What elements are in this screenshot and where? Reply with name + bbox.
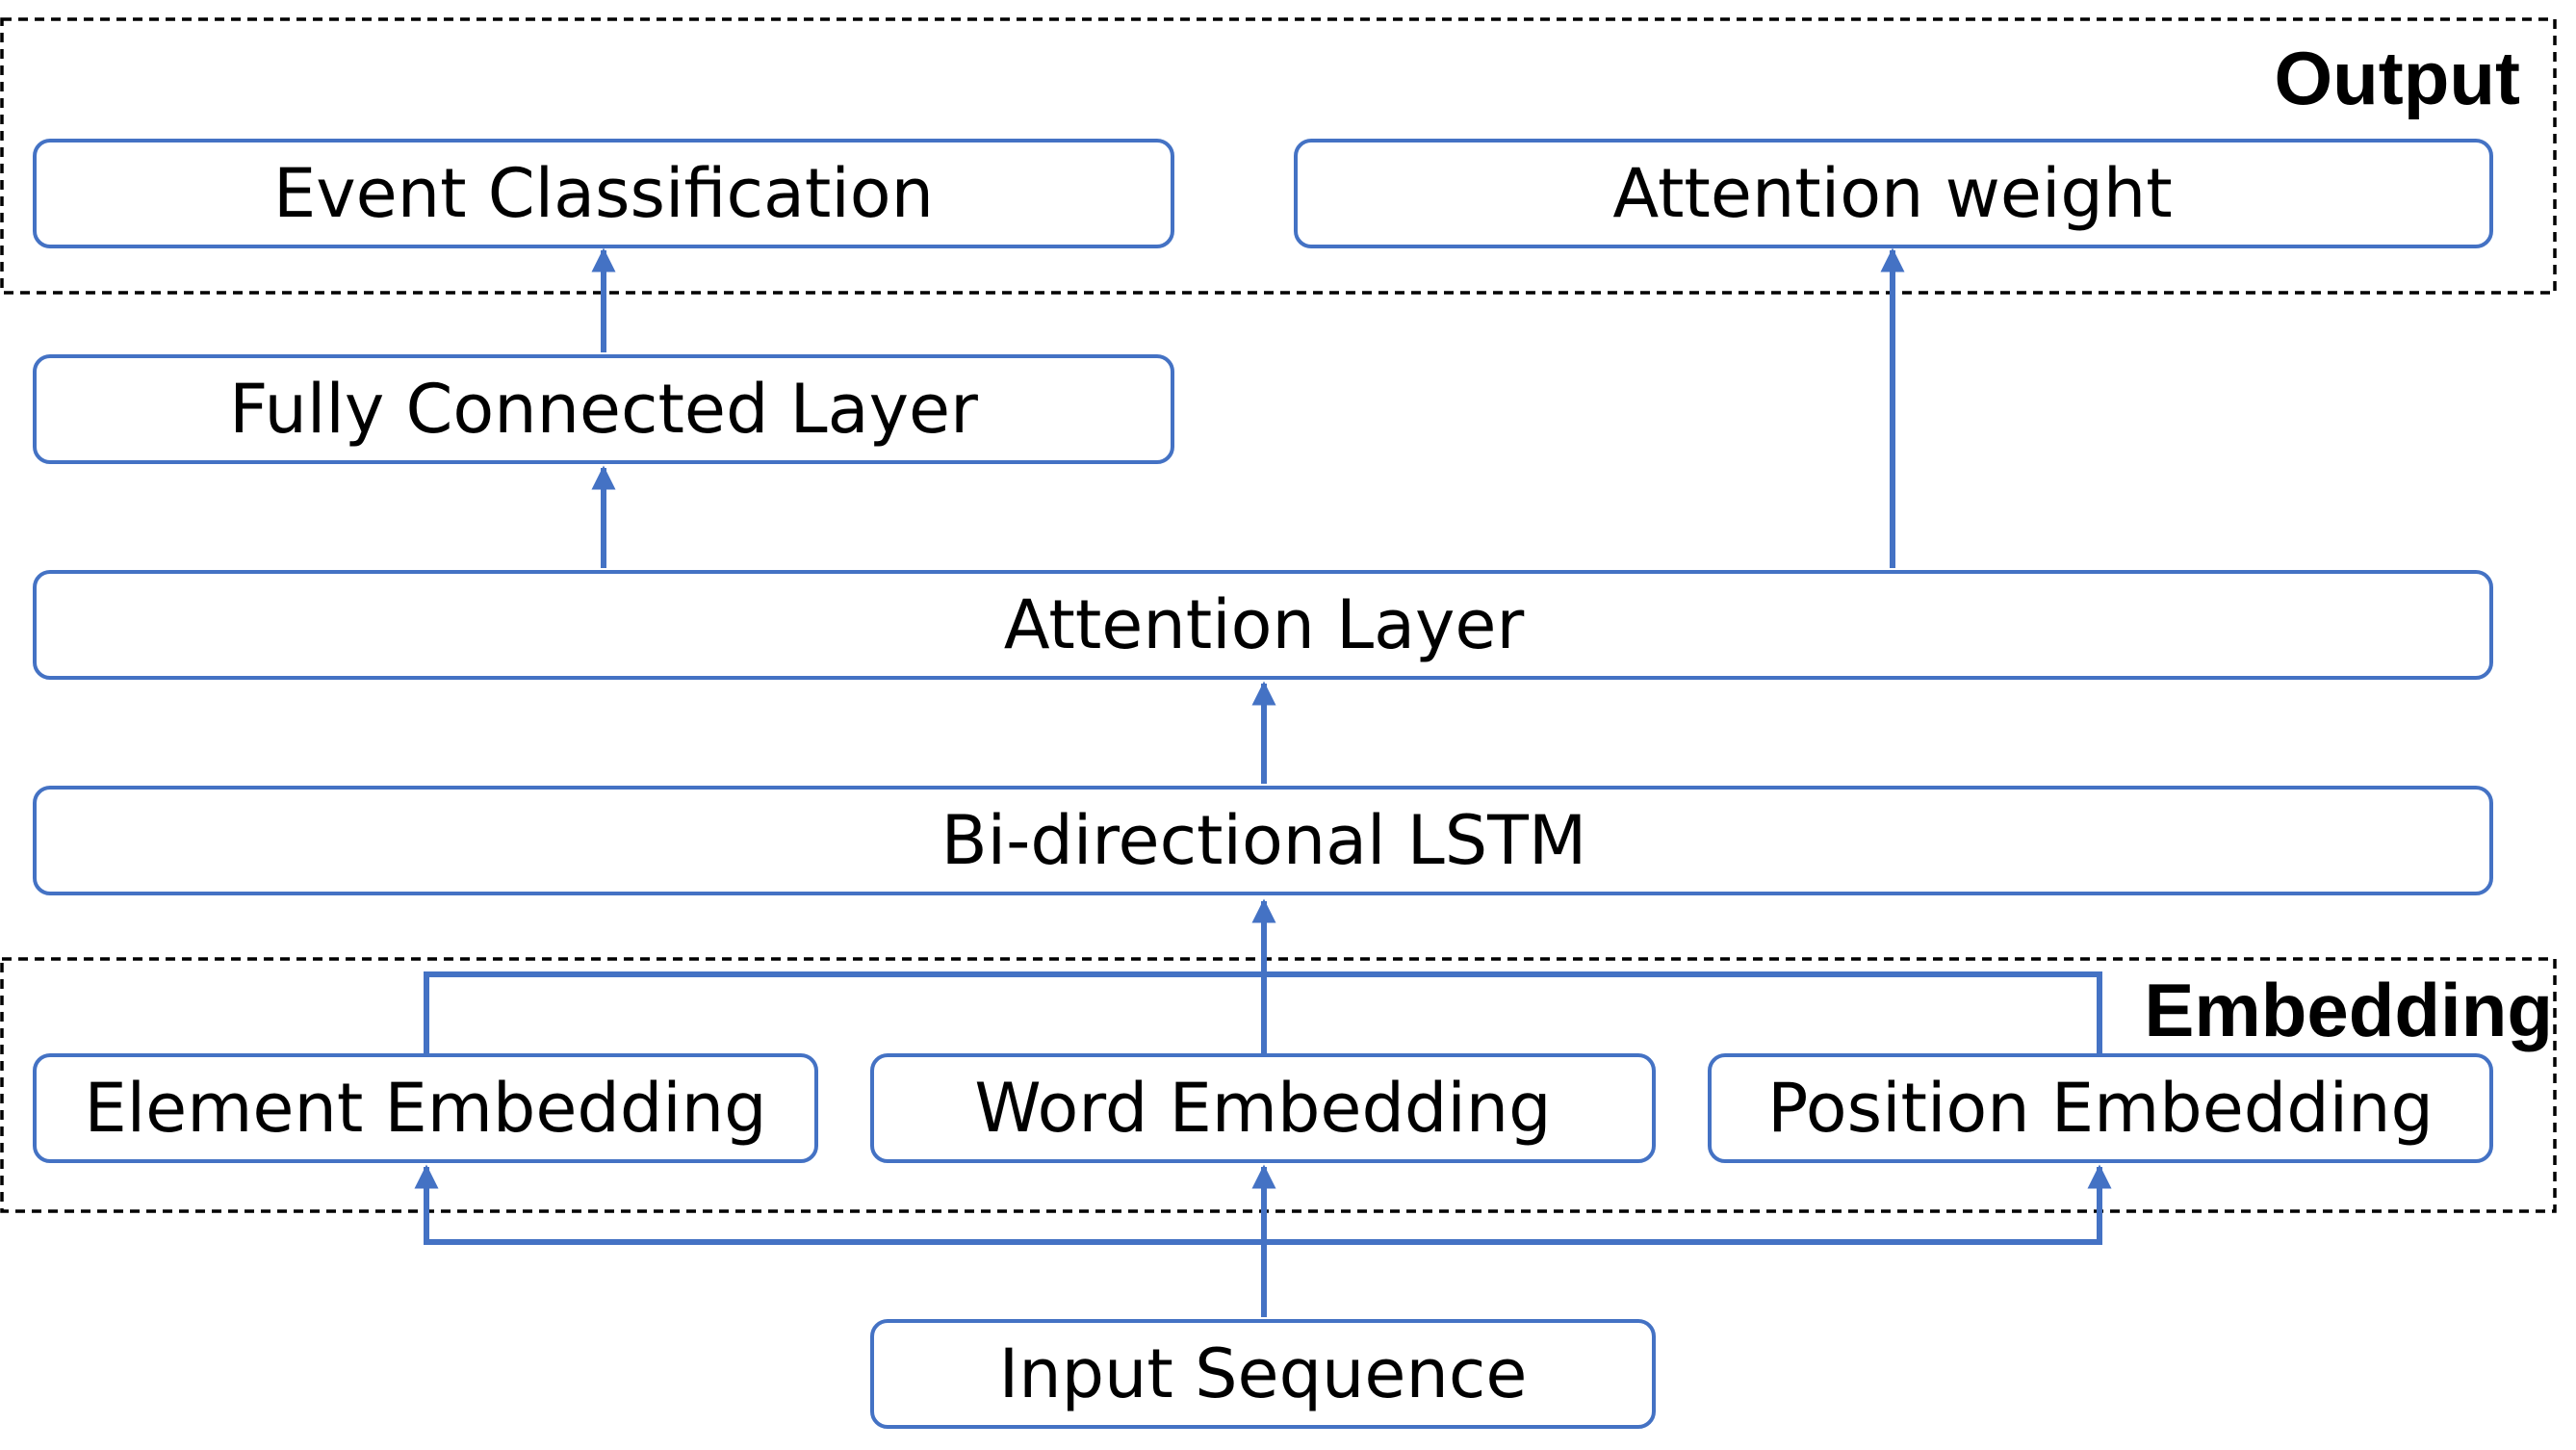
node-label: Input Sequence — [999, 1334, 1528, 1413]
node-box — [33, 139, 1174, 248]
node-label: Fully Connected Layer — [229, 370, 978, 449]
node-bilstm: Bi-directional LSTM — [33, 786, 2493, 895]
node-element-embedding: Element Embedding — [33, 1053, 818, 1163]
node-label: Word Embedding — [974, 1069, 1551, 1148]
node-label: Position Embedding — [1767, 1069, 2434, 1148]
edge-input-to-element-embedding — [414, 1164, 1264, 1245]
node-input-sequence: Input Sequence — [870, 1319, 1656, 1429]
output-group: Output — [0, 17, 2557, 295]
node-event-classification: Event Classification — [33, 139, 1174, 248]
node-box — [33, 354, 1174, 464]
node-attention-weight: Attention weight — [1294, 139, 2493, 248]
embedding-group — [0, 957, 2557, 1213]
node-box — [33, 1053, 818, 1163]
edges — [414, 247, 2112, 1317]
node-label: Attention Layer — [1004, 585, 1525, 664]
embedding-group-border — [0, 957, 2557, 1213]
embedding-group-label: Embedding — [2144, 968, 2553, 1052]
output-group-border — [0, 17, 2557, 295]
node-position-embedding: Position Embedding — [1708, 1053, 2493, 1163]
node-box — [1294, 139, 2493, 248]
edge-position-embedding-to-merge — [1264, 971, 2102, 1053]
node-box — [1708, 1053, 2493, 1163]
node-box — [33, 570, 2493, 680]
edge-input-to-position-embedding — [1264, 1164, 2112, 1245]
node-fully-connected-layer: Fully Connected Layer — [33, 354, 1174, 464]
node-label: Attention weight — [1612, 154, 2172, 233]
node-box — [33, 786, 2493, 895]
node-word-embedding: Word Embedding — [870, 1053, 1656, 1163]
node-label: Bi-directional LSTM — [941, 801, 1587, 880]
node-attention-layer: Attention Layer — [33, 570, 2493, 680]
node-label: Event Classification — [273, 154, 934, 233]
node-box — [870, 1053, 1656, 1163]
output-group-label: Output — [2274, 36, 2520, 120]
edge-element-embedding-to-merge — [424, 971, 1264, 1053]
node-label: Element Embedding — [84, 1069, 766, 1148]
node-box — [870, 1319, 1656, 1429]
